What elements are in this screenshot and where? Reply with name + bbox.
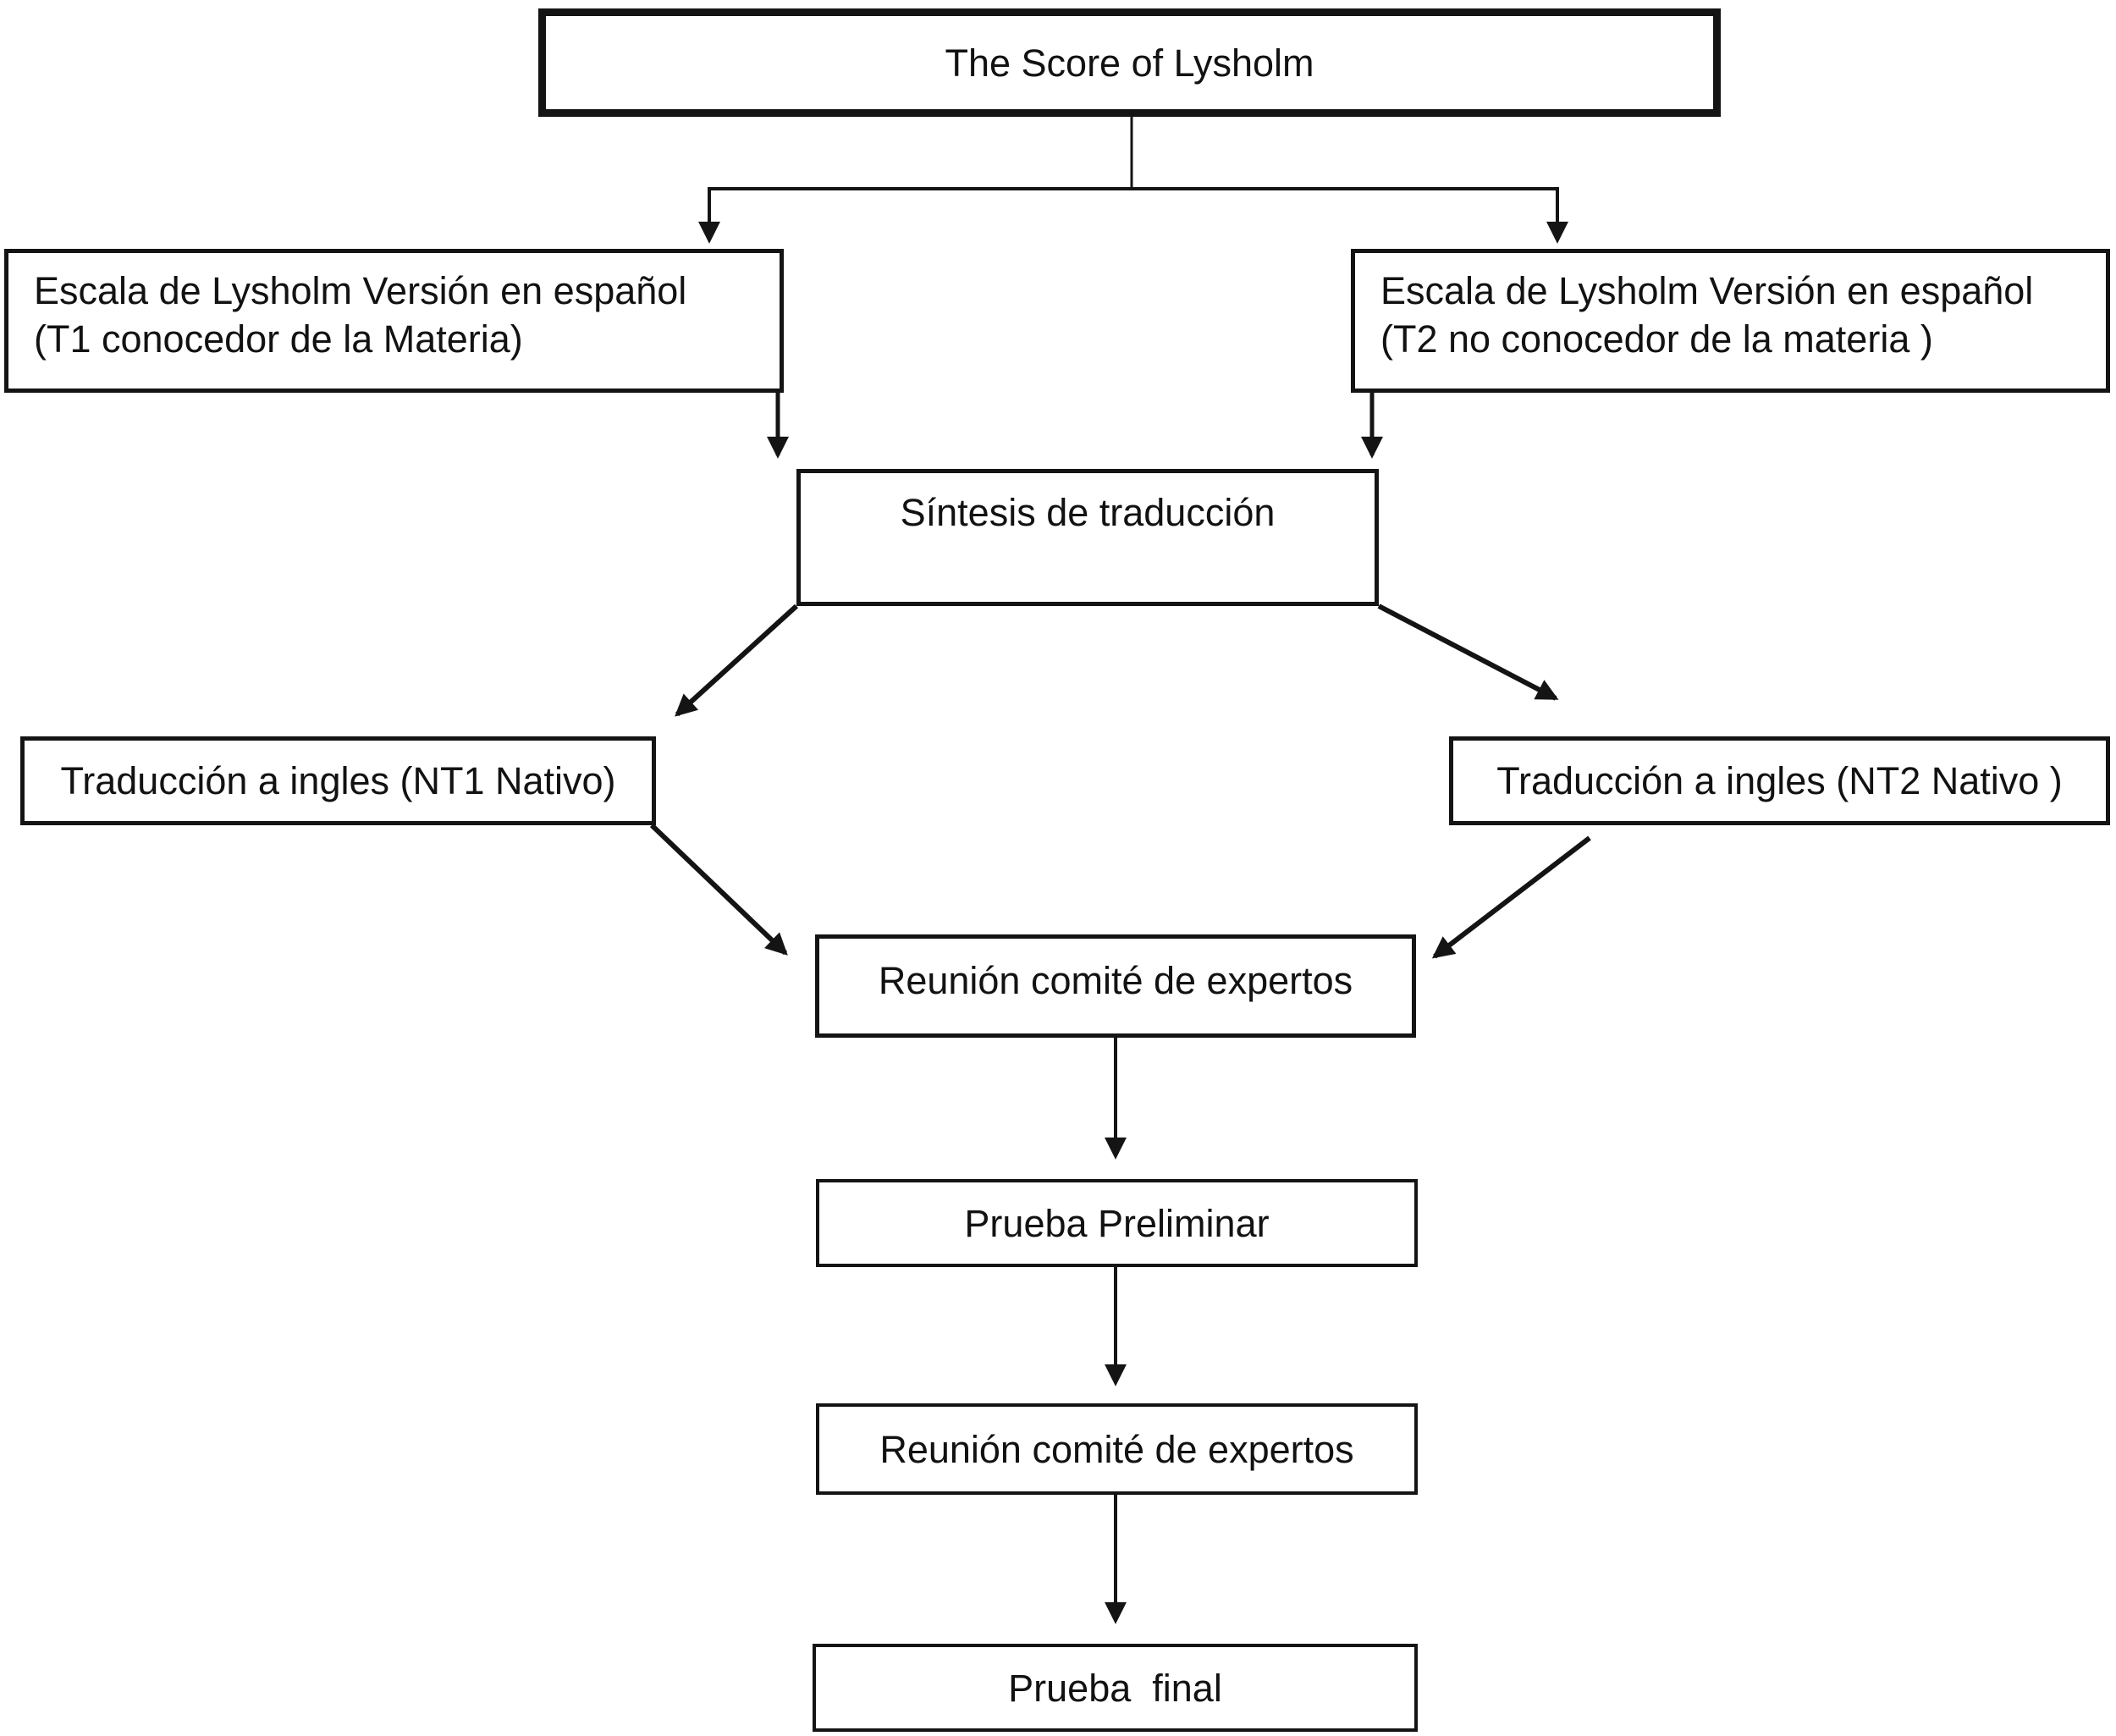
node-prueba-final: Prueba final <box>813 1644 1418 1732</box>
arrow-sintesis-to-traduccion-nt2 <box>1377 603 1559 701</box>
node-escala-t1-line2: (T1 conocedor de la Materia) <box>34 317 523 361</box>
node-prueba-preliminar-label: Prueba Preliminar <box>964 1201 1270 1245</box>
node-reunion-expertos-2-label: Reunión comité de expertos <box>879 1427 1354 1471</box>
arrow-traduccion-nt2-to-reunion1 <box>1431 835 1591 959</box>
node-escala-t2: Escala de Lysholm Versión en español (T2… <box>1351 249 2110 393</box>
node-reunion-expertos-1-label: Reunión comité de expertos <box>878 958 1353 1002</box>
node-lysholm-score-label: The Score of Lysholm <box>945 41 1314 85</box>
node-reunion-expertos-1: Reunión comité de expertos <box>815 934 1416 1038</box>
node-traduccion-nt1-label: Traducción a ingles (NT1 Nativo) <box>60 759 616 802</box>
node-sintesis: Síntesis de traducción <box>796 469 1379 606</box>
arrow-traduccion-nt1-to-reunion1 <box>649 823 788 956</box>
node-traduccion-nt2: Traducción a ingles (NT2 Nativo ) <box>1449 736 2110 825</box>
node-escala-t1-line1: Escala de Lysholm Versión en español <box>34 269 687 312</box>
node-lysholm-score: The Score of Lysholm <box>538 8 1721 117</box>
node-escala-t2-line2: (T2 no conocedor de la materia ) <box>1380 317 1933 361</box>
node-reunion-expertos-2: Reunión comité de expertos <box>816 1403 1418 1495</box>
node-traduccion-nt1: Traducción a ingles (NT1 Nativo) <box>20 736 656 825</box>
node-traduccion-nt2-label: Traducción a ingles (NT2 Nativo ) <box>1496 759 2063 802</box>
arrow-sintesis-to-traduccion-nt1 <box>675 603 799 717</box>
node-escala-t2-line1: Escala de Lysholm Versión en español <box>1380 269 2034 312</box>
node-prueba-final-label: Prueba final <box>1008 1666 1222 1710</box>
node-prueba-preliminar: Prueba Preliminar <box>816 1179 1418 1267</box>
node-sintesis-label: Síntesis de traducción <box>900 491 1276 534</box>
node-escala-t1: Escala de Lysholm Versión en español (T1… <box>4 249 784 393</box>
